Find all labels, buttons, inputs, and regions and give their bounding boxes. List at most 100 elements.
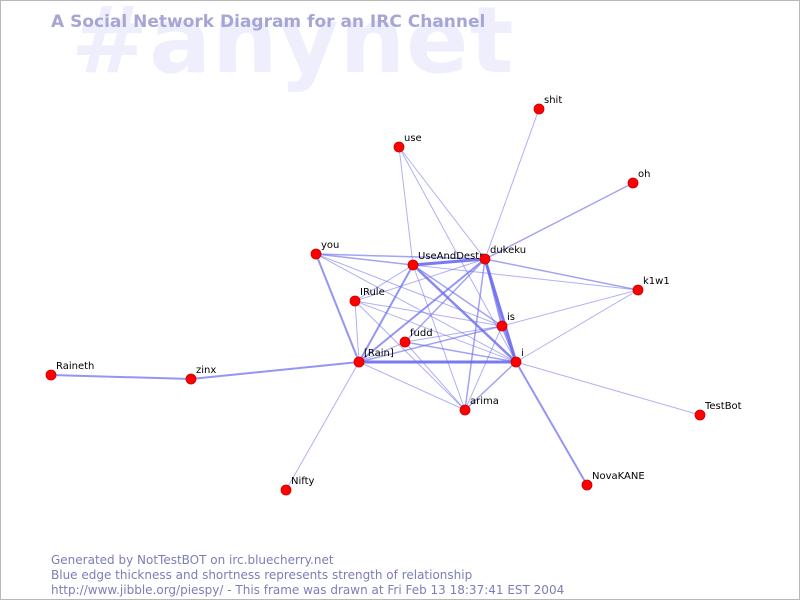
footer: Generated by NotTestBOT on irc.bluecherr… — [51, 553, 564, 598]
node-dot — [353, 356, 365, 368]
node-label: TestBot — [704, 401, 742, 412]
node-dukeku: dukeku — [479, 245, 526, 265]
node-label: fudd — [410, 328, 433, 339]
node-Nifty: Nifty — [280, 476, 315, 496]
node-use: use — [393, 133, 422, 153]
edge-oh-dukeku — [484, 182, 634, 260]
node-dot — [627, 177, 639, 189]
edge-UseAndDestr-arima — [412, 264, 466, 411]
node-label: use — [404, 133, 422, 144]
edge-i-NovaKANE — [515, 361, 588, 486]
edge-IRule-is — [354, 300, 503, 327]
node-label: oh — [638, 169, 650, 180]
node-label: Nifty — [291, 476, 315, 487]
edge-you-dukeku — [315, 253, 486, 260]
edge-use-dukeku — [398, 146, 486, 260]
edge-use-UseAndDestr — [398, 146, 414, 266]
node-oh: oh — [627, 169, 650, 189]
edge-Rain-Nifty — [285, 361, 360, 491]
edge-IRule-arima — [354, 300, 466, 411]
node-label: [Rain] — [364, 348, 394, 359]
edge-use-i — [398, 146, 517, 363]
node-label: k1w1 — [643, 276, 670, 287]
node-label: Raineth — [56, 361, 94, 372]
node-dot — [479, 253, 491, 265]
node-dot — [694, 409, 706, 421]
edge-you-Rain — [315, 253, 360, 363]
edge-UseAndDestr-Rain — [358, 264, 414, 363]
node-dot — [399, 336, 411, 348]
edge-k1w1-i — [515, 289, 639, 363]
node-dot — [280, 484, 292, 496]
footer-timestamp: http://www.jibble.org/piespy/ - This fra… — [51, 583, 565, 597]
node-dot — [45, 369, 57, 381]
node-dot — [459, 404, 471, 416]
node-dot — [533, 103, 545, 115]
edge-dukeku-is — [484, 258, 503, 327]
node-k1w1: k1w1 — [632, 276, 670, 296]
node-label: zinx — [196, 365, 216, 376]
node-is: is — [496, 312, 515, 332]
edge-you-UseAndDestr — [315, 253, 414, 266]
edge-IRule-i — [354, 300, 517, 363]
edge-dukeku-IRule — [354, 258, 486, 302]
edge-is-fudd — [404, 325, 503, 343]
edge-layer — [50, 108, 701, 491]
channel-watermark: #anynet — [71, 0, 515, 94]
node-IRule: IRule — [349, 287, 385, 307]
footer-legend: Blue edge thickness and shortness repres… — [51, 568, 473, 582]
edge-fudd-arima — [404, 341, 466, 411]
edge-UseAndDestr-is — [412, 264, 503, 327]
node-dot — [496, 320, 508, 332]
edge-you-is — [315, 253, 503, 327]
node-dot — [510, 356, 522, 368]
node-dot — [393, 141, 405, 153]
node-TestBot: TestBot — [694, 401, 742, 421]
node-label: arima — [470, 396, 499, 407]
edge-dukeku-fudd — [404, 258, 486, 343]
node-label: shit — [544, 95, 562, 106]
node-UseAndDestr: UseAndDestr — [407, 251, 484, 271]
node-label: UseAndDestr — [418, 251, 484, 262]
edge-is-arima — [464, 325, 503, 411]
edge-fudd-i — [404, 341, 517, 363]
edge-dukeku-Rain — [358, 258, 486, 363]
node-dot — [407, 259, 419, 271]
edge-dukeku-arima — [464, 258, 486, 411]
edge-dukeku-k1w1 — [484, 258, 639, 291]
node-label: is — [507, 312, 515, 323]
node-you: you — [310, 240, 339, 260]
edge-is-i — [501, 325, 517, 363]
node-NovaKANE: NovaKANE — [581, 471, 645, 491]
edge-UseAndDestr-dukeku — [412, 257, 486, 267]
node-dot — [581, 479, 593, 491]
node-dot — [310, 248, 322, 260]
diagram-title: A Social Network Diagram for an IRC Chan… — [51, 12, 486, 32]
node-zinx: zinx — [185, 365, 216, 385]
node-label: i — [521, 348, 524, 359]
node-fudd: fudd — [399, 328, 433, 348]
node-i: i — [510, 348, 524, 368]
edge-k1w1-is — [501, 289, 639, 327]
node-dot — [632, 284, 644, 296]
edge-shit-dukeku — [484, 108, 540, 260]
footer-generated-by: Generated by NotTestBOT on irc.bluecherr… — [51, 553, 334, 567]
edge-Rain-zinx — [190, 361, 360, 380]
node-label: NovaKANE — [592, 471, 645, 482]
edge-i-TestBot — [515, 361, 701, 416]
edge-IRule-Rain — [354, 300, 360, 363]
node-dot — [185, 373, 197, 385]
node-label: IRule — [360, 287, 385, 298]
edge-you-i — [315, 253, 517, 363]
node-shit: shit — [533, 95, 562, 115]
node-label: you — [321, 240, 339, 251]
edge-i-arima — [464, 361, 517, 411]
edge-Raineth-zinx — [50, 374, 192, 380]
edge-k1w1-UseAndDestr — [412, 264, 639, 291]
edge-Rain-arima — [358, 361, 466, 411]
node-label: dukeku — [490, 245, 526, 256]
edge-UseAndDestr-IRule — [354, 264, 414, 302]
edge-UseAndDestr-i — [412, 264, 517, 363]
